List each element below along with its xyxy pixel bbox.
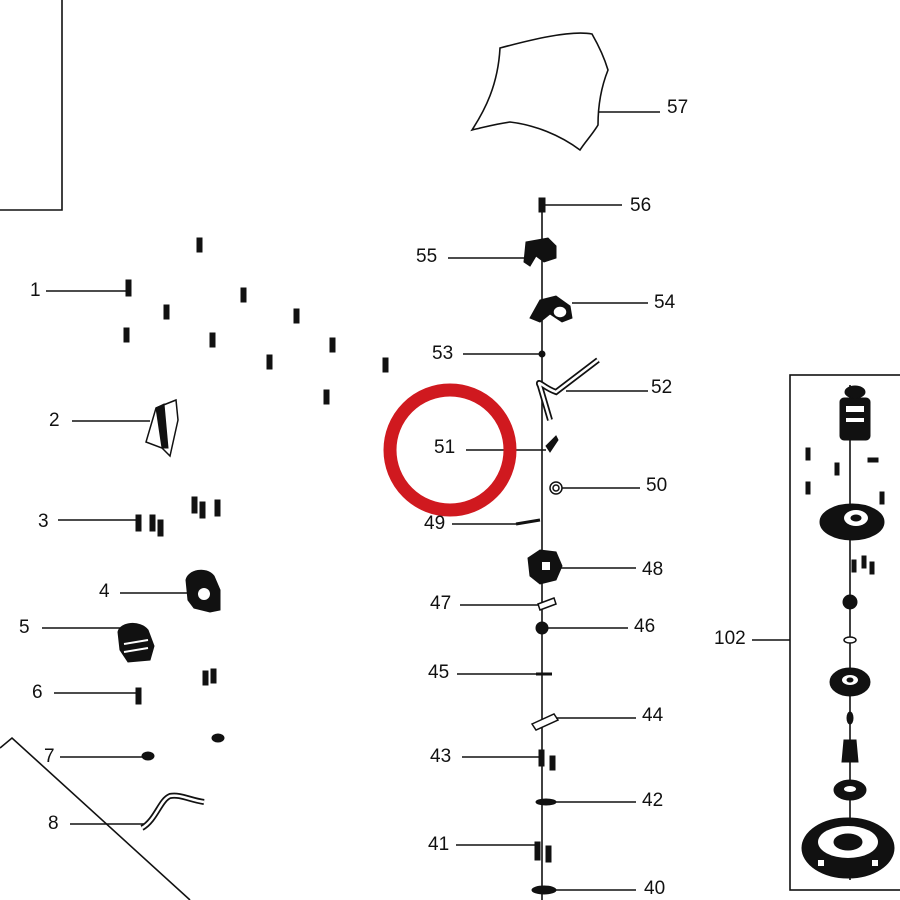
assembly-102-pulley bbox=[829, 667, 871, 697]
part-43a bbox=[538, 749, 545, 767]
callout-42: 42 bbox=[642, 790, 663, 811]
callout-3: 3 bbox=[38, 511, 49, 532]
assembly-102-collar bbox=[846, 711, 854, 725]
part-51 bbox=[545, 435, 559, 453]
callout-6: 6 bbox=[32, 682, 43, 703]
callout-7: 7 bbox=[44, 746, 55, 767]
assembly-102-washer bbox=[843, 636, 857, 644]
callout-5: 5 bbox=[19, 617, 30, 638]
callout-48: 48 bbox=[642, 559, 663, 580]
callout-53: 53 bbox=[432, 343, 453, 364]
part-43b bbox=[549, 755, 556, 771]
assembly-102-base-housing bbox=[801, 817, 895, 879]
part-47 bbox=[537, 597, 557, 611]
part-7b bbox=[211, 733, 225, 743]
part-50-spring-inner bbox=[552, 484, 560, 492]
callout-40: 40 bbox=[644, 878, 665, 899]
part-7 bbox=[141, 751, 155, 761]
callout-45: 45 bbox=[428, 662, 449, 683]
assembly-102-motor bbox=[839, 385, 871, 441]
callout-54: 54 bbox=[654, 292, 676, 313]
callout-41: 41 bbox=[428, 834, 449, 855]
callout-102: 102 bbox=[714, 628, 746, 649]
part-8-hose-inner bbox=[141, 794, 205, 830]
part-57-cover bbox=[470, 32, 609, 152]
part-1-screws bbox=[123, 237, 389, 405]
callout-1: 1 bbox=[30, 280, 41, 301]
part-3-screws bbox=[135, 496, 221, 537]
part-42 bbox=[535, 798, 557, 806]
assembly-102-screws bbox=[805, 447, 885, 575]
part-46 bbox=[535, 621, 549, 635]
part-41b bbox=[545, 845, 552, 863]
part-56 bbox=[538, 197, 546, 213]
callout-49: 49 bbox=[424, 513, 445, 534]
callout-52: 52 bbox=[651, 377, 672, 398]
part-52-rod-inner bbox=[537, 359, 599, 421]
callout-4: 4 bbox=[99, 581, 110, 602]
part-2-bracket-fill bbox=[155, 403, 169, 449]
assembly-102-bearing bbox=[842, 594, 858, 610]
assembly-102-gear-plate bbox=[819, 503, 885, 541]
part-48-hole bbox=[542, 562, 550, 570]
part-44 bbox=[530, 713, 560, 731]
callout-57: 57 bbox=[667, 97, 688, 118]
part-40 bbox=[531, 885, 557, 895]
part-49 bbox=[515, 518, 541, 526]
callout-55: 55 bbox=[416, 246, 437, 267]
callout-51: 51 bbox=[434, 437, 455, 458]
callout-8: 8 bbox=[48, 813, 59, 834]
callout-2: 2 bbox=[49, 410, 60, 431]
part-6-screws bbox=[135, 668, 217, 705]
highlight-ring bbox=[383, 383, 517, 517]
part-54-hub bbox=[552, 305, 568, 319]
part-55-bracket bbox=[523, 237, 557, 267]
callout-44: 44 bbox=[642, 705, 664, 726]
assembly-102-fitting bbox=[841, 739, 859, 763]
callout-56: 56 bbox=[630, 195, 651, 216]
frame-diagonal-bottom-left bbox=[0, 736, 191, 900]
callout-50: 50 bbox=[646, 475, 667, 496]
callout-47: 47 bbox=[430, 593, 451, 614]
assembly-102-wheel bbox=[833, 779, 867, 801]
assembly-102-frame bbox=[789, 374, 900, 891]
callout-46: 46 bbox=[634, 616, 655, 637]
callout-43: 43 bbox=[430, 746, 451, 767]
part-4-hole bbox=[198, 588, 210, 600]
part-41a bbox=[534, 841, 541, 861]
part-5-detail bbox=[123, 639, 149, 653]
frame-corner-top-left bbox=[0, 0, 63, 211]
